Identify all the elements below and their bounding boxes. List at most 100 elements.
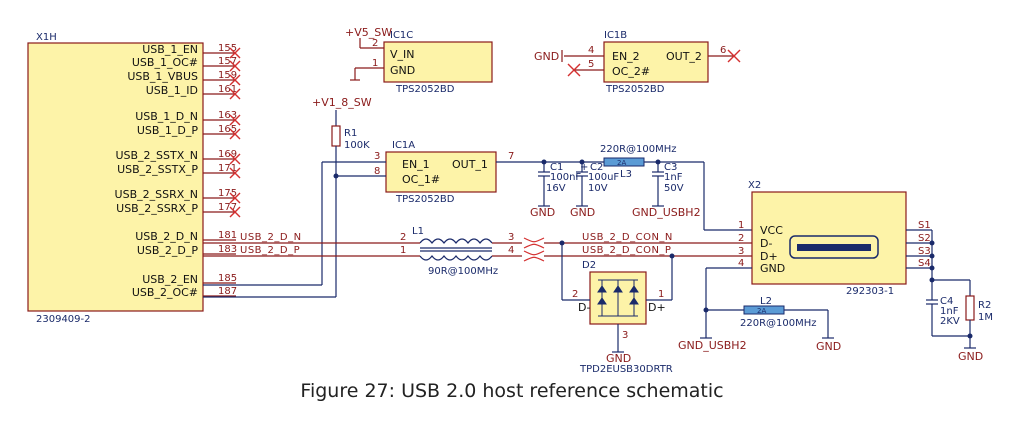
x1h-pin-num: 177 (218, 202, 237, 213)
c2-volt: 10V (588, 183, 608, 194)
ic1b-num-out: 6 (720, 45, 726, 56)
x2-part: 292303-1 (846, 286, 894, 297)
ic1b-part: TPS2052BD (605, 84, 665, 95)
x2-pin-num: 3 (738, 246, 744, 257)
x2-pin-num: 1 (738, 220, 744, 231)
ic1a-num-oc: 8 (374, 166, 380, 177)
no-connect-mark (229, 206, 241, 218)
r2-body (965, 295, 975, 321)
x1h-pin-name: USB_2_SSTX_P (117, 163, 198, 176)
x1h-pin-num: 183 (218, 244, 237, 255)
ic1b-gnd: GND (534, 50, 559, 63)
l1-ref: L1 (412, 226, 424, 237)
x1h-pin-num: 159 (218, 70, 237, 81)
x1h-pin-num: 169 (218, 149, 237, 160)
ic1c-pin-gnd: GND (390, 64, 415, 77)
x1h-pin-name: USB_2_OC# (132, 286, 198, 299)
r1-rail: +V1_8_SW (312, 96, 372, 109)
r1-value: 100K (344, 140, 370, 151)
d2-num-dp: 1 (658, 289, 664, 300)
l1-pin1: 1 (400, 245, 406, 256)
c4-volt: 2KV (940, 316, 960, 327)
x1h-pin-name: USB_2_SSRX_P (116, 202, 198, 215)
x1h-pin-name: USB_2_SSTX_N (115, 149, 198, 162)
ic1c-num-vin: 2 (372, 38, 378, 49)
x1h-pin-name: USB_1_ID (146, 84, 198, 97)
x1h-pin-num: 161 (218, 84, 237, 95)
x1h-pin-num: 175 (218, 188, 237, 199)
ic1c-num-gnd: 1 (372, 58, 378, 69)
d2-num-dm: 2 (572, 289, 578, 300)
c2-gnd: GND (570, 206, 595, 219)
x1h-pin-num: 185 (218, 273, 237, 284)
l2-gnd-left: GND_USBH2 (678, 339, 747, 352)
no-connect-mark (229, 114, 241, 126)
ic1a-num-out: 7 (508, 151, 514, 162)
ic1a-pin-en: EN_1 (402, 158, 430, 171)
x1h-pin-name: USB_1_OC# (132, 56, 198, 69)
x1h-pin-name: USB_2_D_P (137, 244, 199, 257)
x1h-pin-num: 157 (218, 56, 237, 67)
l2-ref: L2 (760, 296, 772, 307)
l1-pin4: 4 (508, 245, 514, 256)
x1h-pin-name: USB_1_D_P (137, 124, 199, 137)
ic1c-ref: IC1C (390, 30, 413, 41)
ic1a-pin-out: OUT_1 (452, 158, 488, 171)
x2-pin-num: 4 (738, 258, 744, 269)
c2-polarity: + (580, 162, 588, 173)
x1h-pin-num: 165 (218, 124, 237, 135)
c3-ref: C3 (664, 162, 677, 173)
r1-ref: R1 (344, 128, 357, 139)
no-connect-mark (229, 192, 241, 204)
r2-value: 1M (978, 312, 993, 323)
l2-value: 220R@100MHz (740, 318, 817, 329)
l3-rating: 2A (617, 159, 626, 167)
ic1b-num-oc: 5 (588, 59, 594, 70)
x2-shield-label: S4 (918, 258, 931, 269)
no-connect-mark (229, 74, 241, 86)
net-con-n: USB_2_D_CON_N (582, 232, 673, 243)
x2-pin-num: 2 (738, 233, 744, 244)
x1h-body (27, 42, 204, 312)
x1h-pin-name: USB_1_D_N (135, 110, 198, 123)
d2-ref: D2 (582, 260, 596, 271)
x1h-pin-name: USB_1_EN (142, 43, 198, 56)
no-connect-mark (229, 88, 241, 100)
x2-shield-label: S3 (918, 246, 931, 257)
x1h-pin-num: 187 (218, 286, 237, 297)
ic1b-pin-out: OUT_2 (666, 50, 702, 63)
c4-ref: C4 (940, 296, 953, 307)
d2-num-gnd: 3 (622, 330, 628, 341)
l2-rating: 2A (757, 307, 766, 315)
l3-ref: L3 (620, 169, 632, 180)
no-connect-mark (229, 153, 241, 165)
l3-value: 220R@100MHz (600, 144, 677, 155)
x1h-pin-num: 171 (218, 163, 237, 174)
ic1c-body (383, 41, 493, 83)
d2-gnd: GND (606, 352, 631, 365)
l3-body (603, 157, 645, 167)
x1h-pin-num: 163 (218, 110, 237, 121)
ic1b-pin-oc: OC_2# (612, 65, 650, 78)
x1h-pin-name: USB_2_EN (142, 273, 198, 286)
l1-pin2: 2 (400, 232, 406, 243)
d2-pin-dp: D+ (648, 301, 666, 314)
no-connect-mark (229, 128, 241, 140)
c3-gnd: GND_USBH2 (632, 206, 701, 219)
net-dp: USB_2_D_P (240, 245, 300, 256)
ic1c-part: TPS2052BD (395, 84, 455, 95)
x2-pin-name: VCC (760, 224, 783, 237)
ic1a-part: TPS2052BD (395, 194, 455, 205)
ic1a-ref: IC1A (392, 140, 415, 151)
l1-pin3: 3 (508, 232, 514, 243)
l1-body (419, 238, 493, 261)
x1h-pin-name: USB_1_VBUS (127, 70, 198, 83)
usb-port-tongue (797, 244, 871, 251)
net-con-p: USB_2_D_CON_P (582, 245, 671, 256)
x2-shield-label: S1 (918, 220, 931, 231)
x1h-pin-num: 181 (218, 230, 237, 241)
x2-shield-label: S2 (918, 233, 931, 244)
c2-ref: C2 (590, 162, 603, 173)
